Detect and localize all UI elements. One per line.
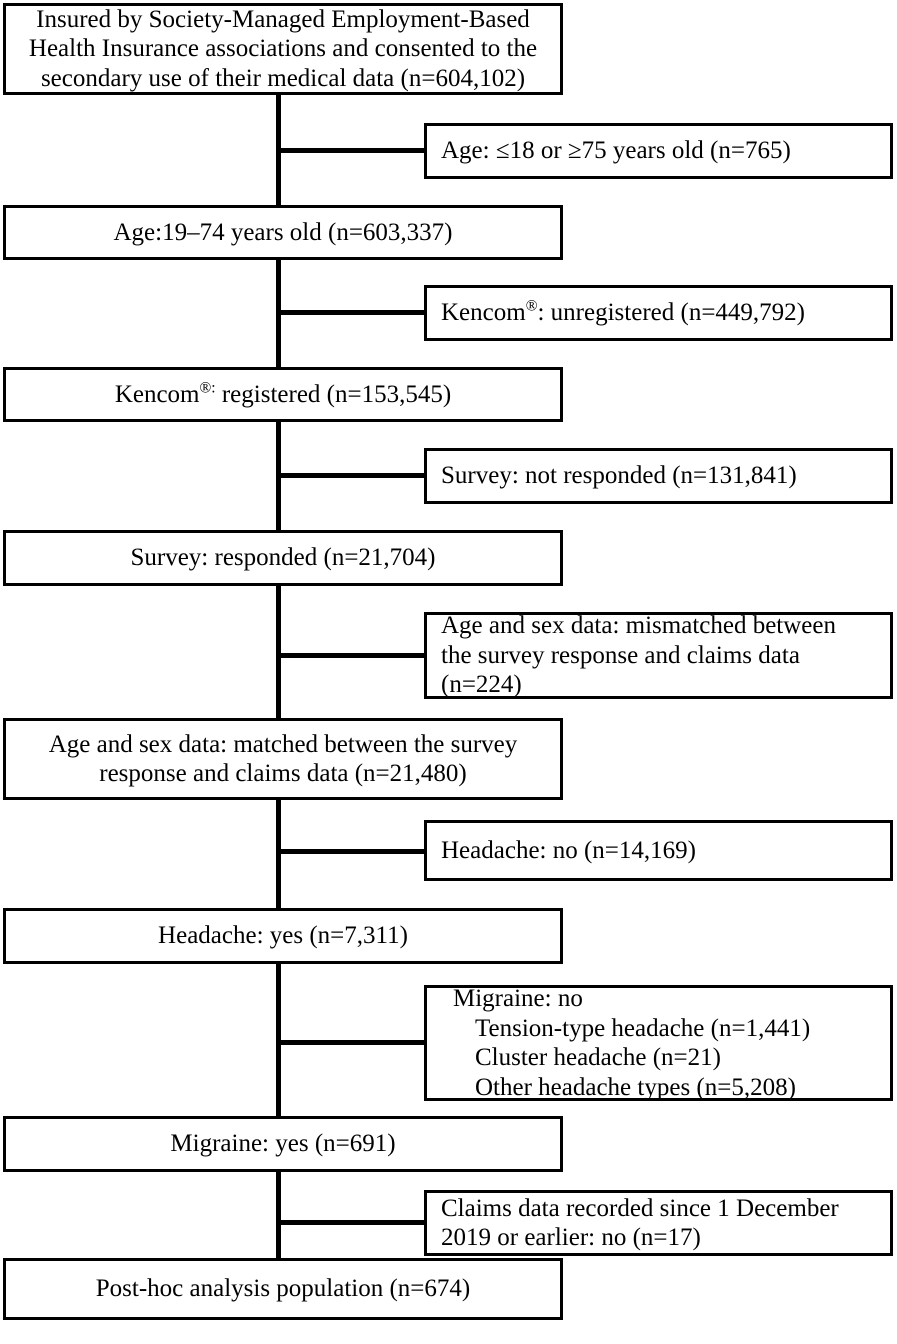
node-survey-responded: Survey: responded (n=21,704) xyxy=(3,530,563,586)
connector-branch-7 xyxy=(276,1220,426,1225)
node-excluded-age-label: Age: ≤18 or ≥75 years old (n=765) xyxy=(441,137,791,165)
kencom-rest: : unregistered (n=449,792) xyxy=(537,299,805,327)
node-excluded-survey-not-responded-label: Survey: not responded (n=131,841) xyxy=(441,462,797,490)
connector-trunk-5 xyxy=(276,797,281,912)
migraine-subtype-item: Tension-type headache (n=1,441) xyxy=(475,1014,811,1042)
node-excluded-headache-no: Headache: no (n=14,169) xyxy=(424,820,893,881)
kencom-rest: registered (n=153,545) xyxy=(215,380,452,408)
migraine-no-heading: Migraine: no xyxy=(453,985,583,1012)
node-age-sex-matched: Age and sex data: matched between the su… xyxy=(3,718,563,800)
node-excluded-claims-date: Claims data recorded since 1 December 20… xyxy=(424,1190,893,1256)
node-excluded-age: Age: ≤18 or ≥75 years old (n=765) xyxy=(424,123,893,179)
node-excluded-kencom-unregistered: Kencom®: unregistered (n=449,792) xyxy=(424,285,893,341)
node-source-population-label: Insured by Society-Managed Employment-Ba… xyxy=(28,5,538,92)
node-headache-yes-label: Headache: yes (n=7,311) xyxy=(158,922,408,950)
migraine-subtype-item: Cluster headache (n=21) xyxy=(475,1044,721,1071)
node-excluded-headache-no-label: Headache: no (n=14,169) xyxy=(441,836,696,864)
connector-branch-2 xyxy=(276,310,426,315)
connector-branch-1 xyxy=(276,148,426,153)
connector-branch-3 xyxy=(276,473,426,478)
node-age-sex-matched-label: Age and sex data: matched between the su… xyxy=(48,730,518,788)
node-excluded-survey-not-responded: Survey: not responded (n=131,841) xyxy=(424,448,893,504)
kencom-word: Kencom xyxy=(114,380,200,408)
node-kencom-registered-label: Kencom®: registered (n=153,545) xyxy=(6,380,560,410)
node-excluded-kencom-unregistered-label: Kencom®: unregistered (n=449,792) xyxy=(427,298,890,328)
connector-branch-6 xyxy=(276,1040,426,1045)
node-kencom-registered: Kencom®: registered (n=153,545) xyxy=(3,367,563,422)
node-excluded-age-sex-mismatched: Age and sex data: mismatched between the… xyxy=(424,612,893,699)
connector-branch-5 xyxy=(276,849,426,854)
node-source-population: Insured by Society-Managed Employment-Ba… xyxy=(3,3,563,95)
node-survey-responded-label: Survey: responded (n=21,704) xyxy=(130,544,436,572)
kencom-word: Kencom xyxy=(441,299,526,327)
connector-branch-4 xyxy=(276,653,426,658)
node-migraine-yes: Migraine: yes (n=691) xyxy=(3,1116,563,1172)
node-migraine-yes-label: Migraine: yes (n=691) xyxy=(170,1130,396,1158)
node-age-eligible-label: Age:19–74 years old (n=603,337) xyxy=(113,218,453,246)
node-excluded-age-sex-mismatched-label: Age and sex data: mismatched between the… xyxy=(441,612,836,699)
connector-trunk-7 xyxy=(276,1168,281,1262)
registered-trademark-icon: ® xyxy=(525,297,538,315)
node-final-population: Post-hoc analysis population (n=674) xyxy=(3,1258,563,1320)
migraine-subtype-item: Other headache types (n=5,208) xyxy=(475,1073,796,1101)
node-excluded-claims-date-label: Claims data recorded since 1 December 20… xyxy=(441,1194,839,1252)
node-final-population-label: Post-hoc analysis population (n=674) xyxy=(95,1275,471,1303)
registered-trademark-icon: ®: xyxy=(199,379,216,397)
node-headache-yes: Headache: yes (n=7,311) xyxy=(3,908,563,964)
node-age-eligible: Age:19–74 years old (n=603,337) xyxy=(3,205,563,260)
